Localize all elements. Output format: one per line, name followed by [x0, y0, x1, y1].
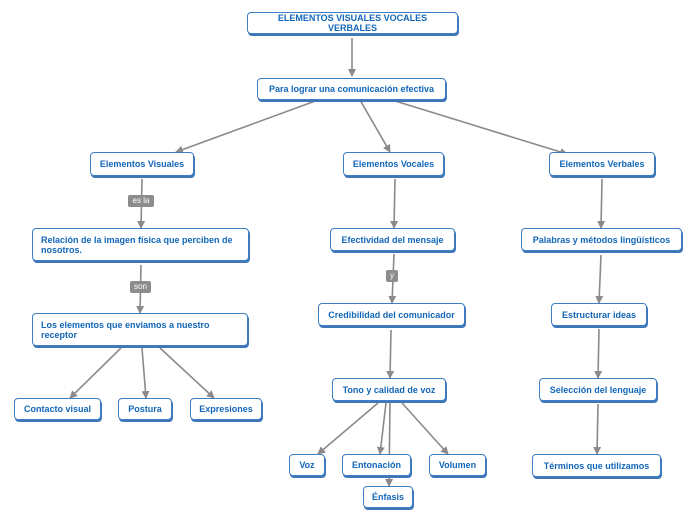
estructurar-node[interactable]: Estructurar ideas — [551, 303, 647, 326]
connector-label-es-la: es la — [128, 195, 154, 207]
edge-tono-volumen — [401, 402, 449, 455]
postura-node[interactable]: Postura — [118, 398, 172, 420]
connector-label-y: y — [386, 270, 398, 282]
contacto-node[interactable]: Contacto visual — [14, 398, 101, 420]
enviamos-node[interactable]: Los elementos que enviamos a nuestro rec… — [32, 313, 248, 346]
edge-goal-visuales — [175, 99, 319, 154]
edge-goal-verbales — [391, 99, 568, 156]
terminos-node[interactable]: Términos que utilizamos — [532, 454, 661, 477]
edge-vocales-efectividad — [390, 178, 399, 229]
edge-enviamos-expresiones — [159, 347, 215, 399]
relacion-node[interactable]: Relación de la imagen física que percibe… — [32, 228, 249, 261]
volumen-node[interactable]: Volumen — [429, 454, 486, 476]
edge-seleccion-terminos — [593, 403, 602, 455]
vocales-node[interactable]: Elementos Vocales — [343, 152, 444, 176]
visuales-node[interactable]: Elementos Visuales — [90, 152, 194, 176]
edge-goal-vocales — [359, 99, 391, 153]
goal-node[interactable]: Para lograr una comunicación efectiva — [257, 78, 446, 100]
seleccion-node[interactable]: Selección del lenguaje — [539, 378, 657, 401]
efectividad-node[interactable]: Efectividad del mensaje — [330, 228, 455, 251]
edge-tono-entonacion — [376, 402, 387, 455]
edge-tono-voz — [317, 402, 379, 455]
expresiones-node[interactable]: Expresiones — [190, 398, 262, 420]
edge-enviamos-postura — [141, 347, 150, 399]
enfasis-node[interactable]: Énfasis — [363, 486, 413, 508]
voz-node[interactable]: Voz — [289, 454, 325, 476]
edge-credibilidad-tono — [386, 329, 395, 379]
connector-label-son: son — [130, 281, 151, 293]
credibilidad-node[interactable]: Credibilidad del comunicador — [318, 303, 465, 326]
root-node[interactable]: ELEMENTOS VISUALES VOCALES VERBALES — [247, 12, 458, 34]
edge-enviamos-contacto — [69, 347, 122, 399]
edge-verbales-palabras — [597, 178, 606, 229]
verbales-node[interactable]: Elementos Verbales — [549, 152, 655, 176]
tono-node[interactable]: Tono y calidad de voz — [332, 378, 446, 401]
palabras-node[interactable]: Palabras y métodos lingüísticos — [521, 228, 682, 251]
edge-palabras-estructurar — [595, 254, 604, 304]
edge-estructurar-seleccion — [594, 328, 603, 379]
entonacion-node[interactable]: Entonación — [342, 454, 411, 476]
